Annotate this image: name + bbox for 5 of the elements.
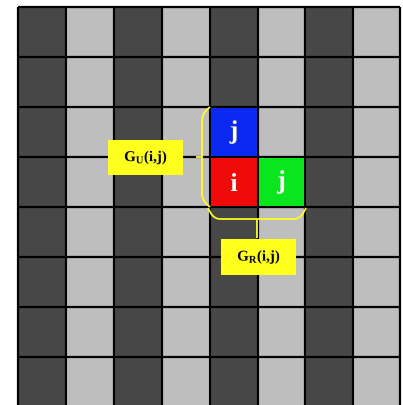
label-box: G$_{U}$(i,j) [108,140,183,175]
label-box: G$_{R}$(i,j) [221,239,296,275]
letter-cell: j [211,108,257,156]
letter-cell: i [211,158,257,206]
letter-cell: j [259,158,304,206]
